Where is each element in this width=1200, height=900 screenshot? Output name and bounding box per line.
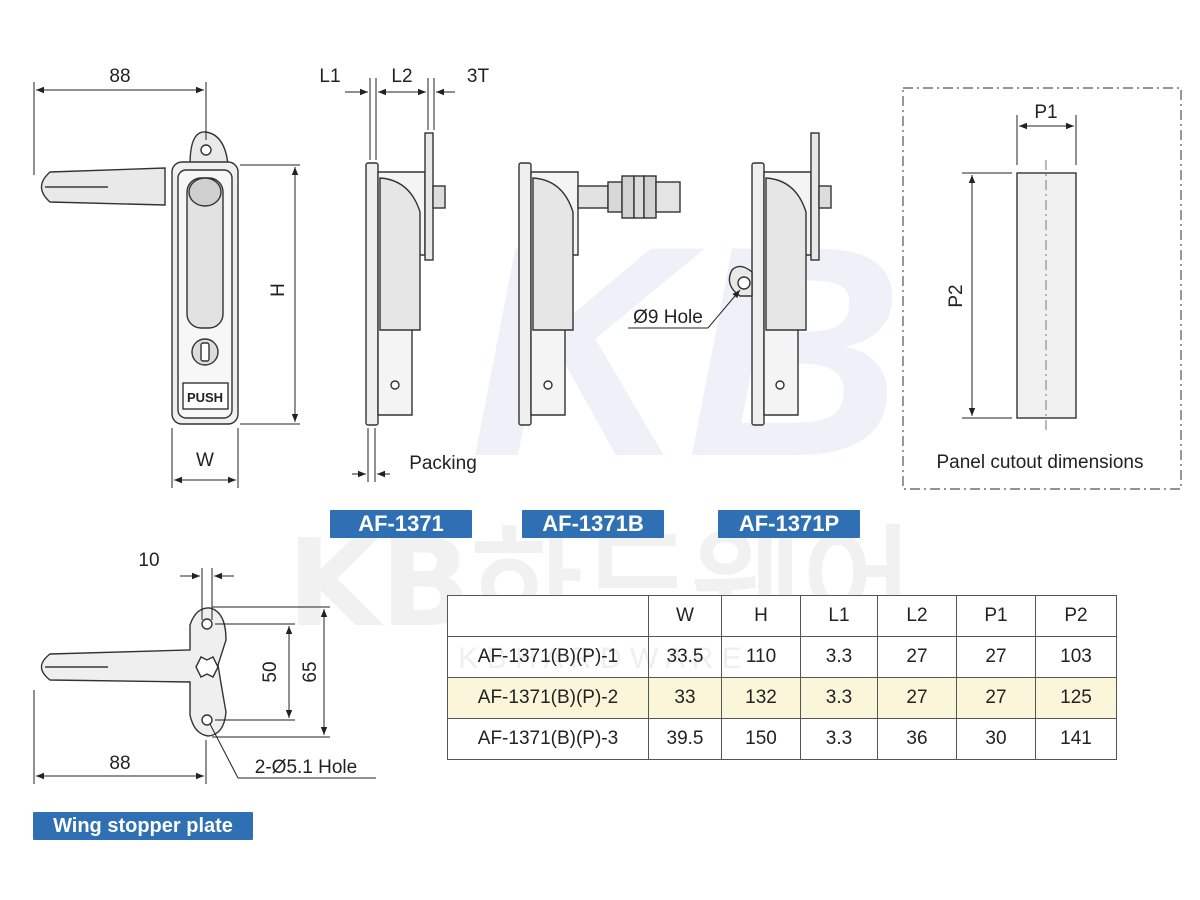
table-cell-l2: 27 (877, 636, 957, 678)
spec-header-l2: L2 (877, 595, 957, 637)
wing-stopper-drawing (40, 607, 227, 737)
table-cell-l1: 3.3 (800, 636, 878, 678)
table-cell-model: AF-1371(B)(P)-1 (447, 636, 649, 678)
dim-w-label: W (196, 450, 214, 471)
dim-wing-65 (212, 606, 330, 738)
spec-header-model (447, 595, 649, 637)
table-cell-l1: 3.3 (800, 677, 878, 719)
dim-wing-10 (180, 568, 234, 620)
dim-h-label: H (268, 283, 289, 297)
table-row: AF-1371(B)(P)-1 33.5 110 3.3 27 27 103 (447, 636, 1117, 678)
dim-h (240, 164, 300, 425)
model-badge-af-1371p: AF-1371P (718, 510, 860, 538)
watermark: KB KB하드웨어 K B H A R D W A R E (287, 183, 913, 675)
dim-wing-88 (33, 690, 207, 784)
table-cell-p1: 27 (956, 636, 1036, 678)
dim-wing-88-label: 88 (109, 753, 130, 774)
hole9-leader (628, 289, 741, 329)
wing-hole-leader (209, 723, 376, 779)
spec-header-l1: L1 (800, 595, 878, 637)
spec-header-p2: P2 (1035, 595, 1117, 637)
table-cell-p2: 125 (1035, 677, 1117, 719)
table-cell-h: 110 (721, 636, 801, 678)
model-badge-af-1371b: AF-1371B (522, 510, 664, 538)
dim-88-label: 88 (109, 66, 130, 87)
spec-header-p1: P1 (956, 595, 1036, 637)
hole9-label: Ø9 Hole (633, 307, 703, 328)
dim-l2-label: L2 (391, 66, 412, 87)
table-cell-h: 150 (721, 718, 801, 760)
table-cell-p1: 27 (956, 677, 1036, 719)
side-view-b (518, 162, 681, 426)
table-cell-model: AF-1371(B)(P)-2 (447, 677, 649, 719)
table-cell-p2: 103 (1035, 636, 1117, 678)
table-cell-l2: 36 (877, 718, 957, 760)
table-cell-p1: 30 (956, 718, 1036, 760)
spec-header-w: W (648, 595, 722, 637)
table-cell-w: 33 (648, 677, 722, 719)
dim-3t-label: 3T (467, 66, 490, 87)
table-cell-l2: 27 (877, 677, 957, 719)
dim-l1-l2-3t (345, 78, 455, 160)
spec-header-h: H (721, 595, 801, 637)
spec-table: W H L1 L2 P1 P2 AF-1371(B)(P)-1 33.5 110… (447, 595, 1117, 760)
table-row: AF-1371(B)(P)-3 39.5 150 3.3 36 30 141 (447, 718, 1117, 760)
panel-cutout-label: Panel cutout dimensions (936, 452, 1143, 473)
wing-stopper-plate-badge: Wing stopper plate (33, 812, 253, 840)
dim-wing-10-label: 10 (138, 550, 159, 571)
table-cell-model: AF-1371(B)(P)-3 (447, 718, 649, 760)
wing-hole-label: 2-Ø5.1 Hole (255, 757, 357, 778)
dim-p2-label: P2 (946, 284, 967, 307)
table-cell-h: 132 (721, 677, 801, 719)
dim-p2 (962, 172, 1012, 419)
side-view-a (365, 132, 446, 426)
model-badge-af-1371: AF-1371 (330, 510, 472, 538)
dim-p1-label: P1 (1034, 102, 1057, 123)
table-row-highlighted: AF-1371(B)(P)-2 33 132 3.3 27 27 125 (447, 677, 1117, 719)
side-view-p (728, 132, 832, 426)
push-label: PUSH (187, 390, 223, 405)
dim-wing-50-label: 50 (260, 661, 281, 682)
dim-p1 (1016, 115, 1077, 165)
table-cell-w: 39.5 (648, 718, 722, 760)
dim-wing-65-label: 65 (300, 661, 321, 682)
spec-table-header-row: W H L1 L2 P1 P2 (447, 595, 1117, 637)
front-view (40, 131, 239, 425)
dim-l1-label: L1 (319, 66, 340, 87)
table-cell-p2: 141 (1035, 718, 1117, 760)
table-cell-l1: 3.3 (800, 718, 878, 760)
dim-packing (352, 428, 390, 482)
panel-cutout-frame (902, 87, 1182, 490)
dim-88-top (33, 82, 207, 175)
dim-packing-label: Packing (409, 453, 477, 474)
table-cell-w: 33.5 (648, 636, 722, 678)
dim-w (171, 428, 239, 488)
dim-wing-50 (215, 623, 295, 721)
